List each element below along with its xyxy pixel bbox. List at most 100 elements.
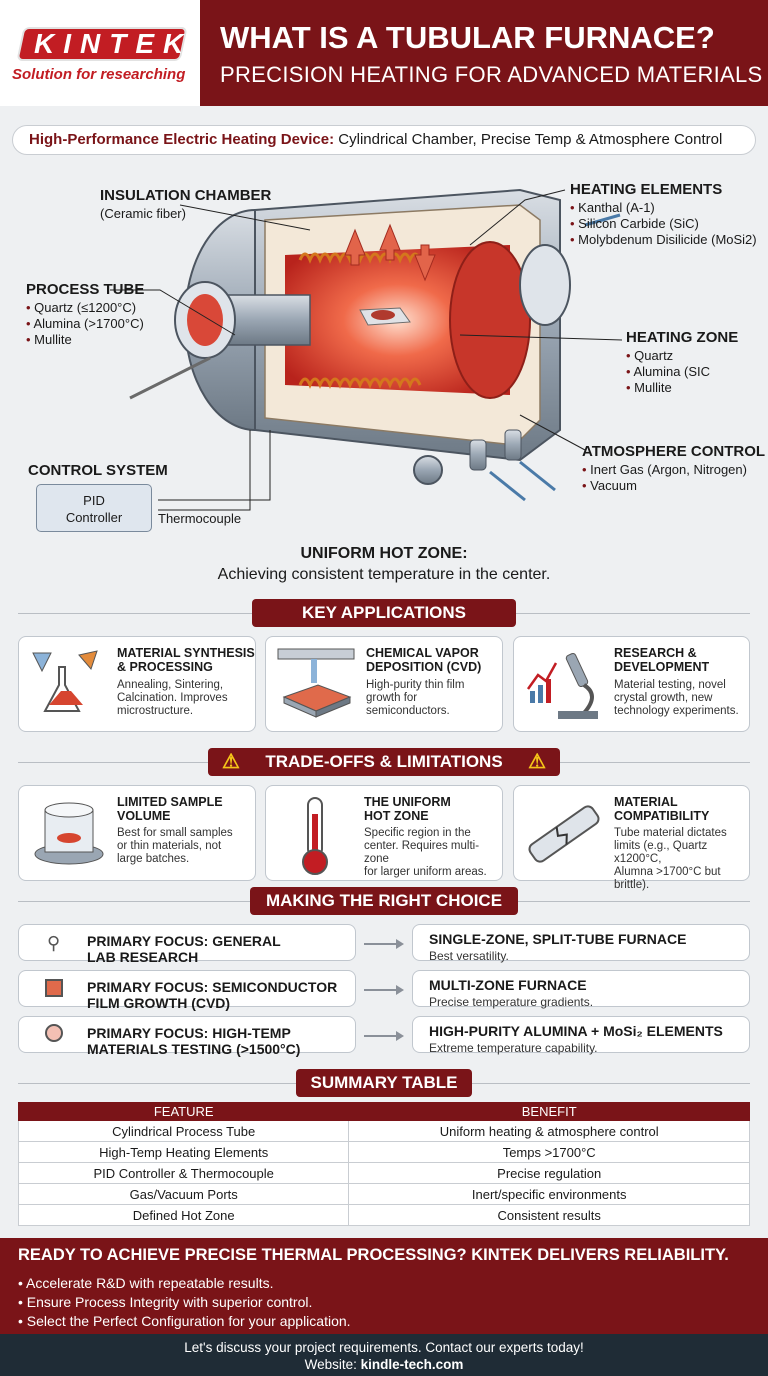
website-link[interactable]: kindle-tech.com <box>360 1357 464 1372</box>
section-title-applications: KEY APPLICATIONS <box>252 599 516 627</box>
label-control-system-title: CONTROL SYSTEM <box>28 462 168 479</box>
logo-text: KINTEK <box>34 28 193 59</box>
pid-controller-box: PID Controller <box>36 484 152 532</box>
heating-zone-item: Mullite <box>626 380 738 396</box>
logo[interactable]: KINTEK Solution for researching <box>0 0 200 106</box>
choice-result-card: MULTI-ZONE FURNACE Precise temperature g… <box>412 970 750 1009</box>
application-desc: High-purity thin film growth for semicon… <box>366 679 465 717</box>
application-title: MATERIAL SYNTHESIS & PROCESSING <box>117 646 255 674</box>
application-desc: Material testing, novel crystal growth, … <box>614 679 739 717</box>
table-cell: Gas/Vacuum Ports <box>17 1183 350 1205</box>
label-atmosphere-title: ATMOSPHERE CONTROL <box>582 443 766 460</box>
process-tube-item: Quartz (≤1200°C) <box>26 300 144 316</box>
choice-focus: PRIMARY FOCUS: GENERAL LAB RESEARCH <box>87 933 281 965</box>
footer: Let's discuss your project requirements.… <box>0 1334 768 1376</box>
choice-result: HIGH-PURITY ALUMINA + MoSi₂ ELEMENTS <box>429 1023 723 1039</box>
column-header: BENEFIT <box>348 1102 750 1121</box>
tagline-banner: High-Performance Electric Heating Device… <box>12 125 756 155</box>
label-control-system: CONTROL SYSTEM <box>28 463 168 481</box>
label-heating-zone-title: HEATING ZONE <box>626 329 739 346</box>
label-insulation-sub: (Ceramic fiber) <box>100 206 186 221</box>
application-card: RESEARCH & DEVELOPMENT Material testing,… <box>513 636 750 732</box>
arrow-icon <box>364 939 404 949</box>
application-title: CHEMICAL VAPOR DEPOSITION (CVD) <box>366 646 482 674</box>
table-cell: Consistent results <box>348 1204 750 1226</box>
table-header-row: FEATURE BENEFIT <box>17 1102 750 1121</box>
label-heating-elements: HEATING ELEMENTS Kanthal (A-1) Silicon C… <box>570 182 757 248</box>
footer-contact: Let's discuss your project requirements.… <box>184 1340 584 1355</box>
heating-element-item: Kanthal (A-1) <box>570 200 757 216</box>
chip-icon <box>45 979 63 997</box>
pid-controller-label: PID Controller <box>65 493 123 525</box>
footer-website-label: Website: <box>304 1357 361 1372</box>
atmosphere-item: Vacuum <box>582 478 765 494</box>
microscope-icon <box>526 652 598 719</box>
tradeoffs-title-text: TRADE-OFFS & LIMITATIONS <box>265 752 503 771</box>
hot-zone-caption: UNIFORM HOT ZONE: Achieving consistent t… <box>0 545 768 584</box>
choice-focus-card: PRIMARY FOCUS: HIGH-TEMP MATERIALS TESTI… <box>18 1016 356 1057</box>
choice-result-desc: Precise temperature gradients. <box>429 995 594 1009</box>
label-insulation-title: INSULATION CHAMBER <box>100 187 272 204</box>
atmosphere-item: Inert Gas (Argon, Nitrogen) <box>582 462 765 478</box>
label-heating-zone: HEATING ZONE Quartz Alumina (SIC Mullite <box>626 330 738 396</box>
table-cell: Cylindrical Process Tube <box>17 1120 350 1142</box>
choice-focus: PRIMARY FOCUS: HIGH-TEMP MATERIALS TESTI… <box>87 1025 301 1057</box>
choice-focus-card: PRIMARY FOCUS: SEMICONDUCTOR FILM GROWTH… <box>18 970 356 1011</box>
choice-focus: PRIMARY FOCUS: SEMICONDUCTOR FILM GROWTH… <box>87 979 338 1011</box>
tradeoff-desc: Specific region in the center. Requires … <box>364 827 487 878</box>
warning-icon: ⚠ <box>222 751 240 773</box>
label-process-tube: PROCESS TUBE Quartz (≤1200°C) Alumina (>… <box>26 282 144 348</box>
tagline-bold: High-Performance Electric Heating Device… <box>29 131 335 148</box>
magnifier-icon <box>45 1024 63 1042</box>
cta-bullet: Accelerate R&D with repeatable results. <box>18 1274 351 1293</box>
heating-element-item: Silicon Carbide (SiC) <box>570 216 757 232</box>
cta-banner: READY TO ACHIEVE PRECISE THERMAL PROCESS… <box>0 1238 768 1334</box>
tradeoff-desc: Tube material dictates limits (e.g., Qua… <box>614 827 727 891</box>
microscope-icon: ⚲ <box>47 933 61 953</box>
application-title: RESEARCH & DEVELOPMENT <box>614 646 710 674</box>
table-cell: Uniform heating & atmosphere control <box>348 1120 750 1142</box>
sample-dish-icon <box>34 802 104 865</box>
choice-result-desc: Extreme temperature capability. <box>429 1041 598 1055</box>
tradeoff-card: THE UNIFORM HOT ZONE Specific region in … <box>265 785 503 881</box>
heating-zone-item: Quartz <box>626 348 738 364</box>
tradeoff-desc: Best for small samples or thin materials… <box>117 827 233 865</box>
label-atmosphere: ATMOSPHERE CONTROL Inert Gas (Argon, Nit… <box>582 444 765 494</box>
table-cell: Precise regulation <box>348 1162 750 1184</box>
choice-focus-card: ⚲ PRIMARY FOCUS: GENERAL LAB RESEARCH <box>18 924 356 965</box>
choice-result-card: SINGLE-ZONE, SPLIT-TUBE FURNACE Best ver… <box>412 924 750 963</box>
cta-headline: READY TO ACHIEVE PRECISE THERMAL PROCESS… <box>18 1246 729 1264</box>
label-insulation: INSULATION CHAMBER (Ceramic fiber) <box>100 188 271 222</box>
table-cell: Temps >1700°C <box>348 1141 750 1163</box>
summary-table: FEATURE BENEFIT Cylindrical Process Tube… <box>17 1102 750 1226</box>
tradeoff-title: MATERIAL COMPATIBILITY <box>614 795 710 823</box>
hot-zone-title: UNIFORM HOT ZONE: <box>300 545 468 562</box>
table-cell: Defined Hot Zone <box>17 1204 350 1226</box>
process-tube-item: Alumina (>1700°C) <box>26 316 144 332</box>
arrow-icon <box>364 985 404 995</box>
process-tube-item: Mullite <box>26 332 144 348</box>
hot-zone-desc: Achieving consistent temperature in the … <box>217 566 551 583</box>
tradeoff-card: MATERIAL COMPATIBILITY Tube material dic… <box>513 785 750 891</box>
label-process-tube-title: PROCESS TUBE <box>26 281 145 298</box>
tradeoff-title: THE UNIFORM HOT ZONE <box>364 795 451 823</box>
header: KINTEK Solution for researching WHAT IS … <box>0 0 768 106</box>
thermocouple-label: Thermocouple <box>158 511 242 526</box>
cracked-tube-icon <box>528 805 600 863</box>
application-card: MATERIAL SYNTHESIS & PROCESSING Annealin… <box>18 636 256 732</box>
page-title: WHAT IS A TUBULAR FURNACE? <box>220 20 715 55</box>
choice-result: MULTI-ZONE FURNACE <box>429 977 587 993</box>
heating-element-item: Molybdenum Disilicide (MoSi2) <box>570 232 756 248</box>
choice-result: SINGLE-ZONE, SPLIT-TUBE FURNACE <box>429 931 687 947</box>
column-header: FEATURE <box>17 1102 350 1121</box>
heating-zone-item: Alumina (SIC <box>626 364 738 380</box>
cvd-wafer-icon <box>277 648 355 718</box>
choice-result-card: HIGH-PURITY ALUMINA + MoSi₂ ELEMENTS Ext… <box>412 1016 750 1055</box>
cta-bullet: Ensure Process Integrity with superior c… <box>18 1293 351 1312</box>
furnace-diagram <box>110 188 623 511</box>
tradeoff-title: LIMITED SAMPLE VOLUME <box>117 795 223 823</box>
